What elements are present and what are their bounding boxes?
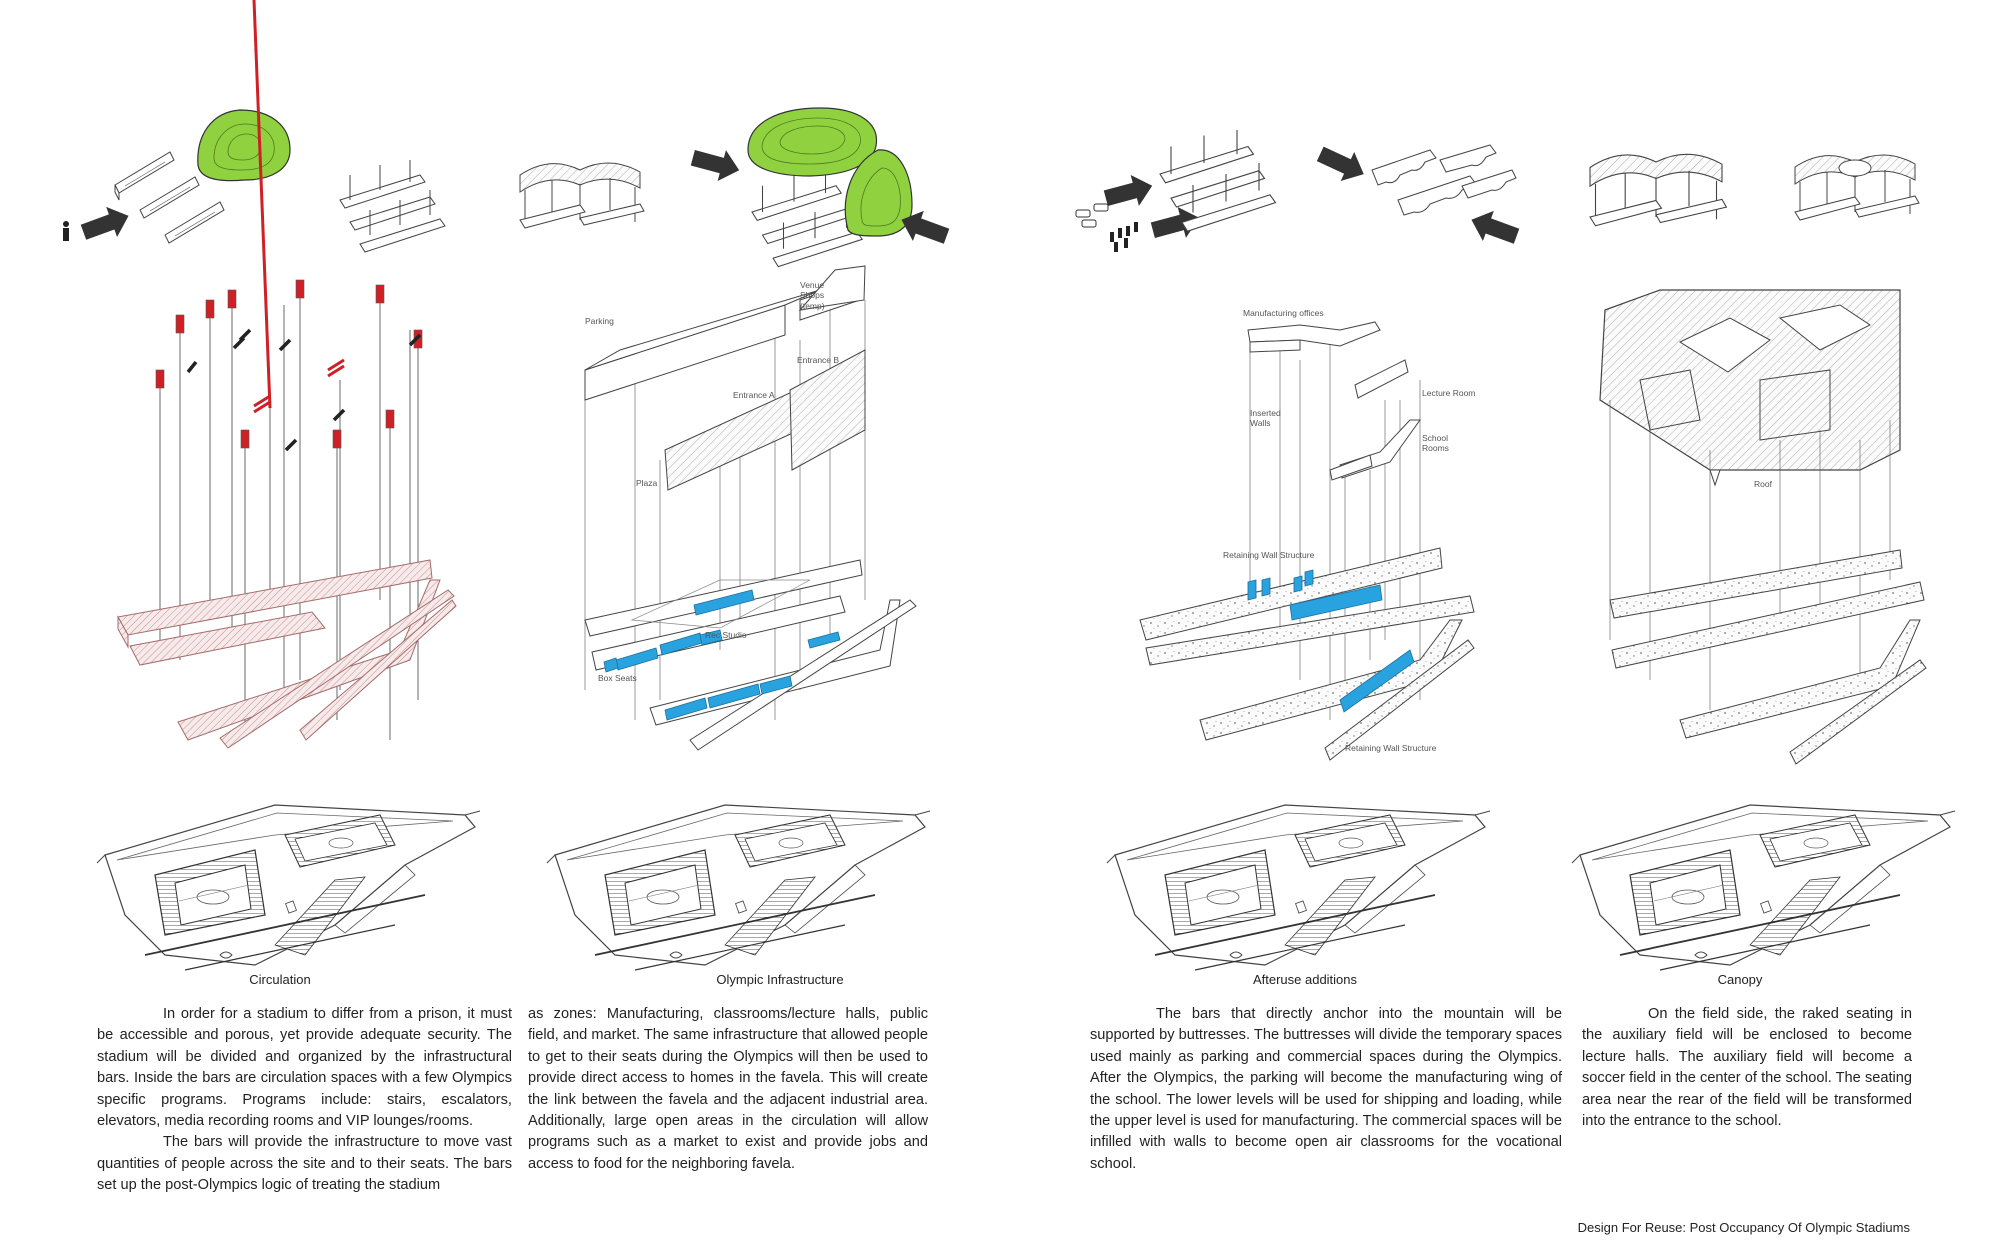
label-box-seats: Box Seats <box>598 673 637 683</box>
canopy-open-icon <box>1794 154 1920 221</box>
stadium-plan-afteruse <box>1106 804 1491 971</box>
label-inserted: Inserted <box>1250 408 1281 418</box>
top-row-circulation-icon <box>63 109 291 248</box>
olympic-infrastructure-exploded-diagram <box>584 265 917 751</box>
label-temp: (temp) <box>800 301 825 311</box>
label-parking: Parking <box>585 316 614 326</box>
mountain-icon <box>197 109 291 182</box>
label-roof: Roof <box>1754 479 1773 489</box>
label-entrance-a: Entrance A <box>733 390 775 400</box>
text-col3-paragraph-1: The bars that directly anchor into the m… <box>1090 1006 1562 1172</box>
arrow-icon <box>1101 170 1157 214</box>
text-column-2: as zones: Manufacturing, classrooms/lect… <box>528 1004 928 1175</box>
label-entrance-b: Entrance B <box>797 355 839 365</box>
text-column-4: On the field side, the raked seating in … <box>1582 1004 1912 1132</box>
afteruse-frames-icon <box>1075 129 1277 252</box>
text-column-1: In order for a stadium to differ from a … <box>97 1004 512 1197</box>
arrow-icon <box>688 142 744 186</box>
label-rec-studio: Rec Studio <box>705 630 747 640</box>
canopy-icon <box>1589 153 1727 227</box>
person-icon <box>63 221 69 241</box>
afteruse-exploded-diagram <box>1139 321 1475 761</box>
text-col4-paragraph-1: On the field side, the raked seating in … <box>1582 1006 1912 1130</box>
label-retaining-wall-top: Retaining Wall Structure <box>1223 550 1315 560</box>
frame-bars-icon <box>339 159 446 253</box>
label-manufacturing-offices: Manufacturing offices <box>1243 308 1324 318</box>
stadium-plan-circulation <box>96 804 481 971</box>
caption-afteruse-additions: Afteruse additions <box>1252 972 1358 987</box>
caption-canopy: Canopy <box>1717 972 1763 987</box>
label-rooms: Rooms <box>1422 443 1449 453</box>
label-walls: Walls <box>1250 418 1270 428</box>
text-col1-paragraph-1: In order for a stadium to differ from a … <box>97 1006 512 1130</box>
page-footer: Design For Reuse: Post Occupancy Of Olym… <box>1577 1220 1910 1235</box>
text-col2-paragraph-1: as zones: Manufacturing, classrooms/lect… <box>528 1006 928 1172</box>
buttress-icon <box>1313 139 1523 252</box>
people-icon <box>1110 222 1138 252</box>
stadium-plan-canopy <box>1571 804 1956 971</box>
label-school: School <box>1422 433 1448 443</box>
label-venue: Venue <box>800 280 824 290</box>
arrow-icon <box>1313 139 1371 189</box>
car-icon <box>1075 203 1109 228</box>
caption-circulation: Circulation <box>249 972 311 987</box>
label-lecture-room: Lecture Room <box>1422 388 1475 398</box>
label-retaining-wall-bottom: Retaining Wall Structure <box>1345 743 1437 753</box>
label-shops: Shops <box>800 290 824 300</box>
canopy-bars-icon <box>519 162 645 229</box>
canopy-exploded-diagram <box>1599 289 1927 765</box>
text-column-3: The bars that directly anchor into the m… <box>1090 1004 1562 1175</box>
stadium-plan-olympic <box>546 804 931 971</box>
label-plaza: Plaza <box>636 478 658 488</box>
caption-olympic-infrastructure: Olympic Infrastructure <box>716 972 844 987</box>
arrow-icon <box>1465 204 1523 252</box>
text-col1-paragraph-2: The bars will provide the infrastructure… <box>97 1134 512 1194</box>
circulation-exploded-diagram <box>117 0 457 749</box>
olympic-mountains-icon <box>688 107 953 268</box>
arrow-icon <box>77 200 135 248</box>
